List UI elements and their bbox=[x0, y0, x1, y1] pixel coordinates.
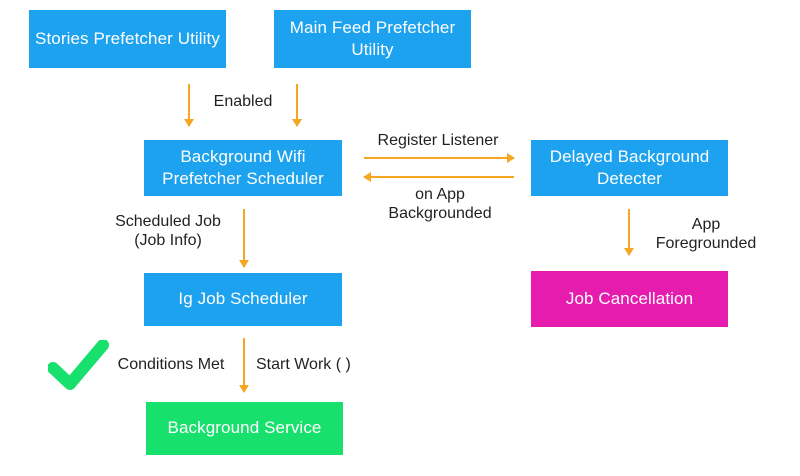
node-delayed-background-detecter[interactable]: Delayed Background Detecter bbox=[531, 140, 728, 196]
arrow-shaft bbox=[627, 209, 630, 255]
node-stories-prefetcher-utility[interactable]: Stories Prefetcher Utility bbox=[29, 10, 226, 68]
arrow-scheduled-job bbox=[238, 209, 249, 268]
arrow-mainfeed-to-scheduler bbox=[291, 84, 302, 127]
edge-label-conditions-met: Conditions Met bbox=[117, 356, 225, 373]
node-background-service[interactable]: Background Service bbox=[146, 402, 343, 455]
edge-label-start-work: Start Work ( ) bbox=[256, 356, 351, 373]
arrow-head bbox=[363, 172, 371, 182]
arrow-head bbox=[623, 248, 634, 256]
node-main-feed-prefetcher-utility[interactable]: Main Feed Prefetcher Utility bbox=[274, 10, 471, 68]
edge-label-on-app-backgrounded: on App Backgrounded bbox=[388, 186, 492, 223]
arrow-app-foregrounded bbox=[623, 209, 634, 256]
arrow-head bbox=[183, 119, 194, 127]
arrow-head bbox=[238, 385, 249, 393]
arrow-register-listener bbox=[364, 153, 515, 163]
arrow-stories-to-scheduler bbox=[183, 84, 194, 127]
arrow-shaft bbox=[295, 84, 298, 126]
edge-label-app-foregrounded: App Foregrounded bbox=[655, 216, 757, 253]
arrow-start-work bbox=[238, 338, 249, 393]
arrow-head bbox=[238, 260, 249, 268]
check-mark-icon bbox=[47, 339, 110, 390]
arrow-head bbox=[291, 119, 302, 127]
edge-label-enabled: Enabled bbox=[213, 93, 273, 110]
arrow-on-app-backgrounded bbox=[363, 172, 514, 182]
edge-label-register-listener: Register Listener bbox=[377, 132, 499, 149]
arrow-shaft bbox=[364, 176, 514, 178]
arrow-shaft bbox=[242, 338, 245, 392]
node-background-wifi-prefetcher-scheduler[interactable]: Background Wifi Prefetcher Scheduler bbox=[144, 140, 342, 196]
arrow-shaft bbox=[187, 84, 190, 126]
arrow-shaft bbox=[364, 157, 514, 159]
node-ig-job-scheduler[interactable]: Ig Job Scheduler bbox=[144, 273, 342, 326]
arrow-head bbox=[507, 153, 515, 163]
arrow-shaft bbox=[242, 209, 245, 267]
edge-label-scheduled-job: Scheduled Job (Job Info) bbox=[115, 213, 221, 250]
node-job-cancellation[interactable]: Job Cancellation bbox=[531, 271, 728, 327]
